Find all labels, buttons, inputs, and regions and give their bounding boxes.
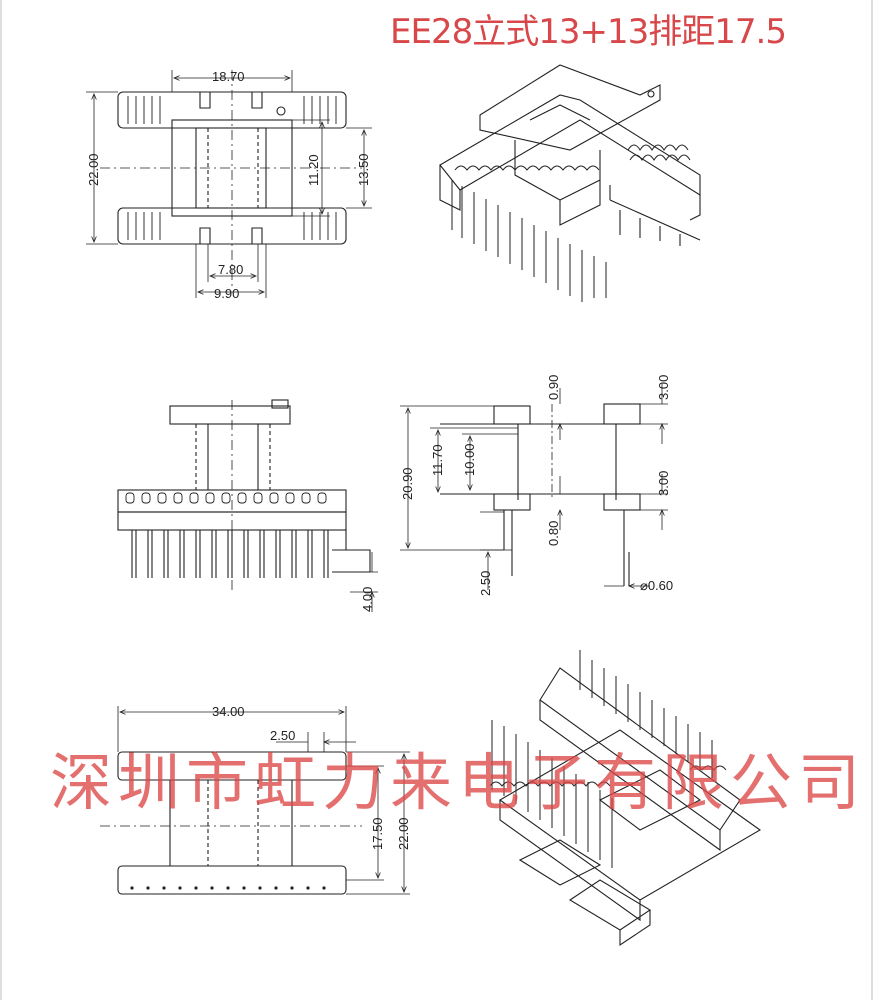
dim-top-w1: 7.80: [218, 262, 243, 277]
dim-top-outer-height: 13.50: [356, 153, 371, 186]
bottom-view-labels: 34.00 2.50 17.50 22.00: [212, 704, 411, 850]
dim-pin-diameter: ⌀0.60: [640, 578, 673, 593]
product-title: EE28立式13+13排距17.5: [390, 12, 787, 52]
side-view-labels: 20.90 11.70 10.00 0.90 3.00 3.00 0.80 2.…: [400, 375, 673, 596]
dim-top-width: 18.70: [212, 69, 245, 84]
dim-row-distance: 17.50: [370, 817, 385, 850]
dim-pitch: 2.50: [270, 728, 295, 743]
dim-bottom-flange: 3.00: [656, 471, 671, 496]
top-view-labels: 18.70 22.00 11.20 13.50 7.80 9.90: [86, 69, 371, 301]
dim-top-inner-height: 11.20: [306, 154, 321, 186]
top-view-dimensions: [86, 70, 372, 298]
side-view: [400, 384, 668, 590]
dim-bottom-height: 22.00: [396, 817, 411, 850]
dim-top-height: 22.00: [86, 153, 101, 186]
dim-pin: 2.50: [478, 571, 493, 596]
front-view: [117, 399, 378, 612]
dim-top-w2: 9.90: [214, 286, 239, 301]
dim-pin-length: 4.00: [360, 587, 375, 612]
isometric-view-top: [439, 64, 701, 302]
dim-h2: 10.00: [462, 443, 477, 476]
dim-bottom-width: 34.00: [212, 704, 245, 719]
dim-top-flange: 3.00: [656, 375, 671, 400]
dim-bottom-thickness: 0.80: [546, 521, 561, 546]
dim-top-thickness: 0.90: [546, 375, 561, 400]
dim-total-height: 20.90: [400, 467, 415, 500]
top-view: [100, 70, 362, 290]
company-watermark: 深圳市虹力来电子有限公司: [50, 746, 867, 819]
dim-h1: 11.70: [430, 444, 445, 476]
bottom-view: [100, 706, 410, 895]
isometric-view-bottom: [489, 650, 762, 947]
